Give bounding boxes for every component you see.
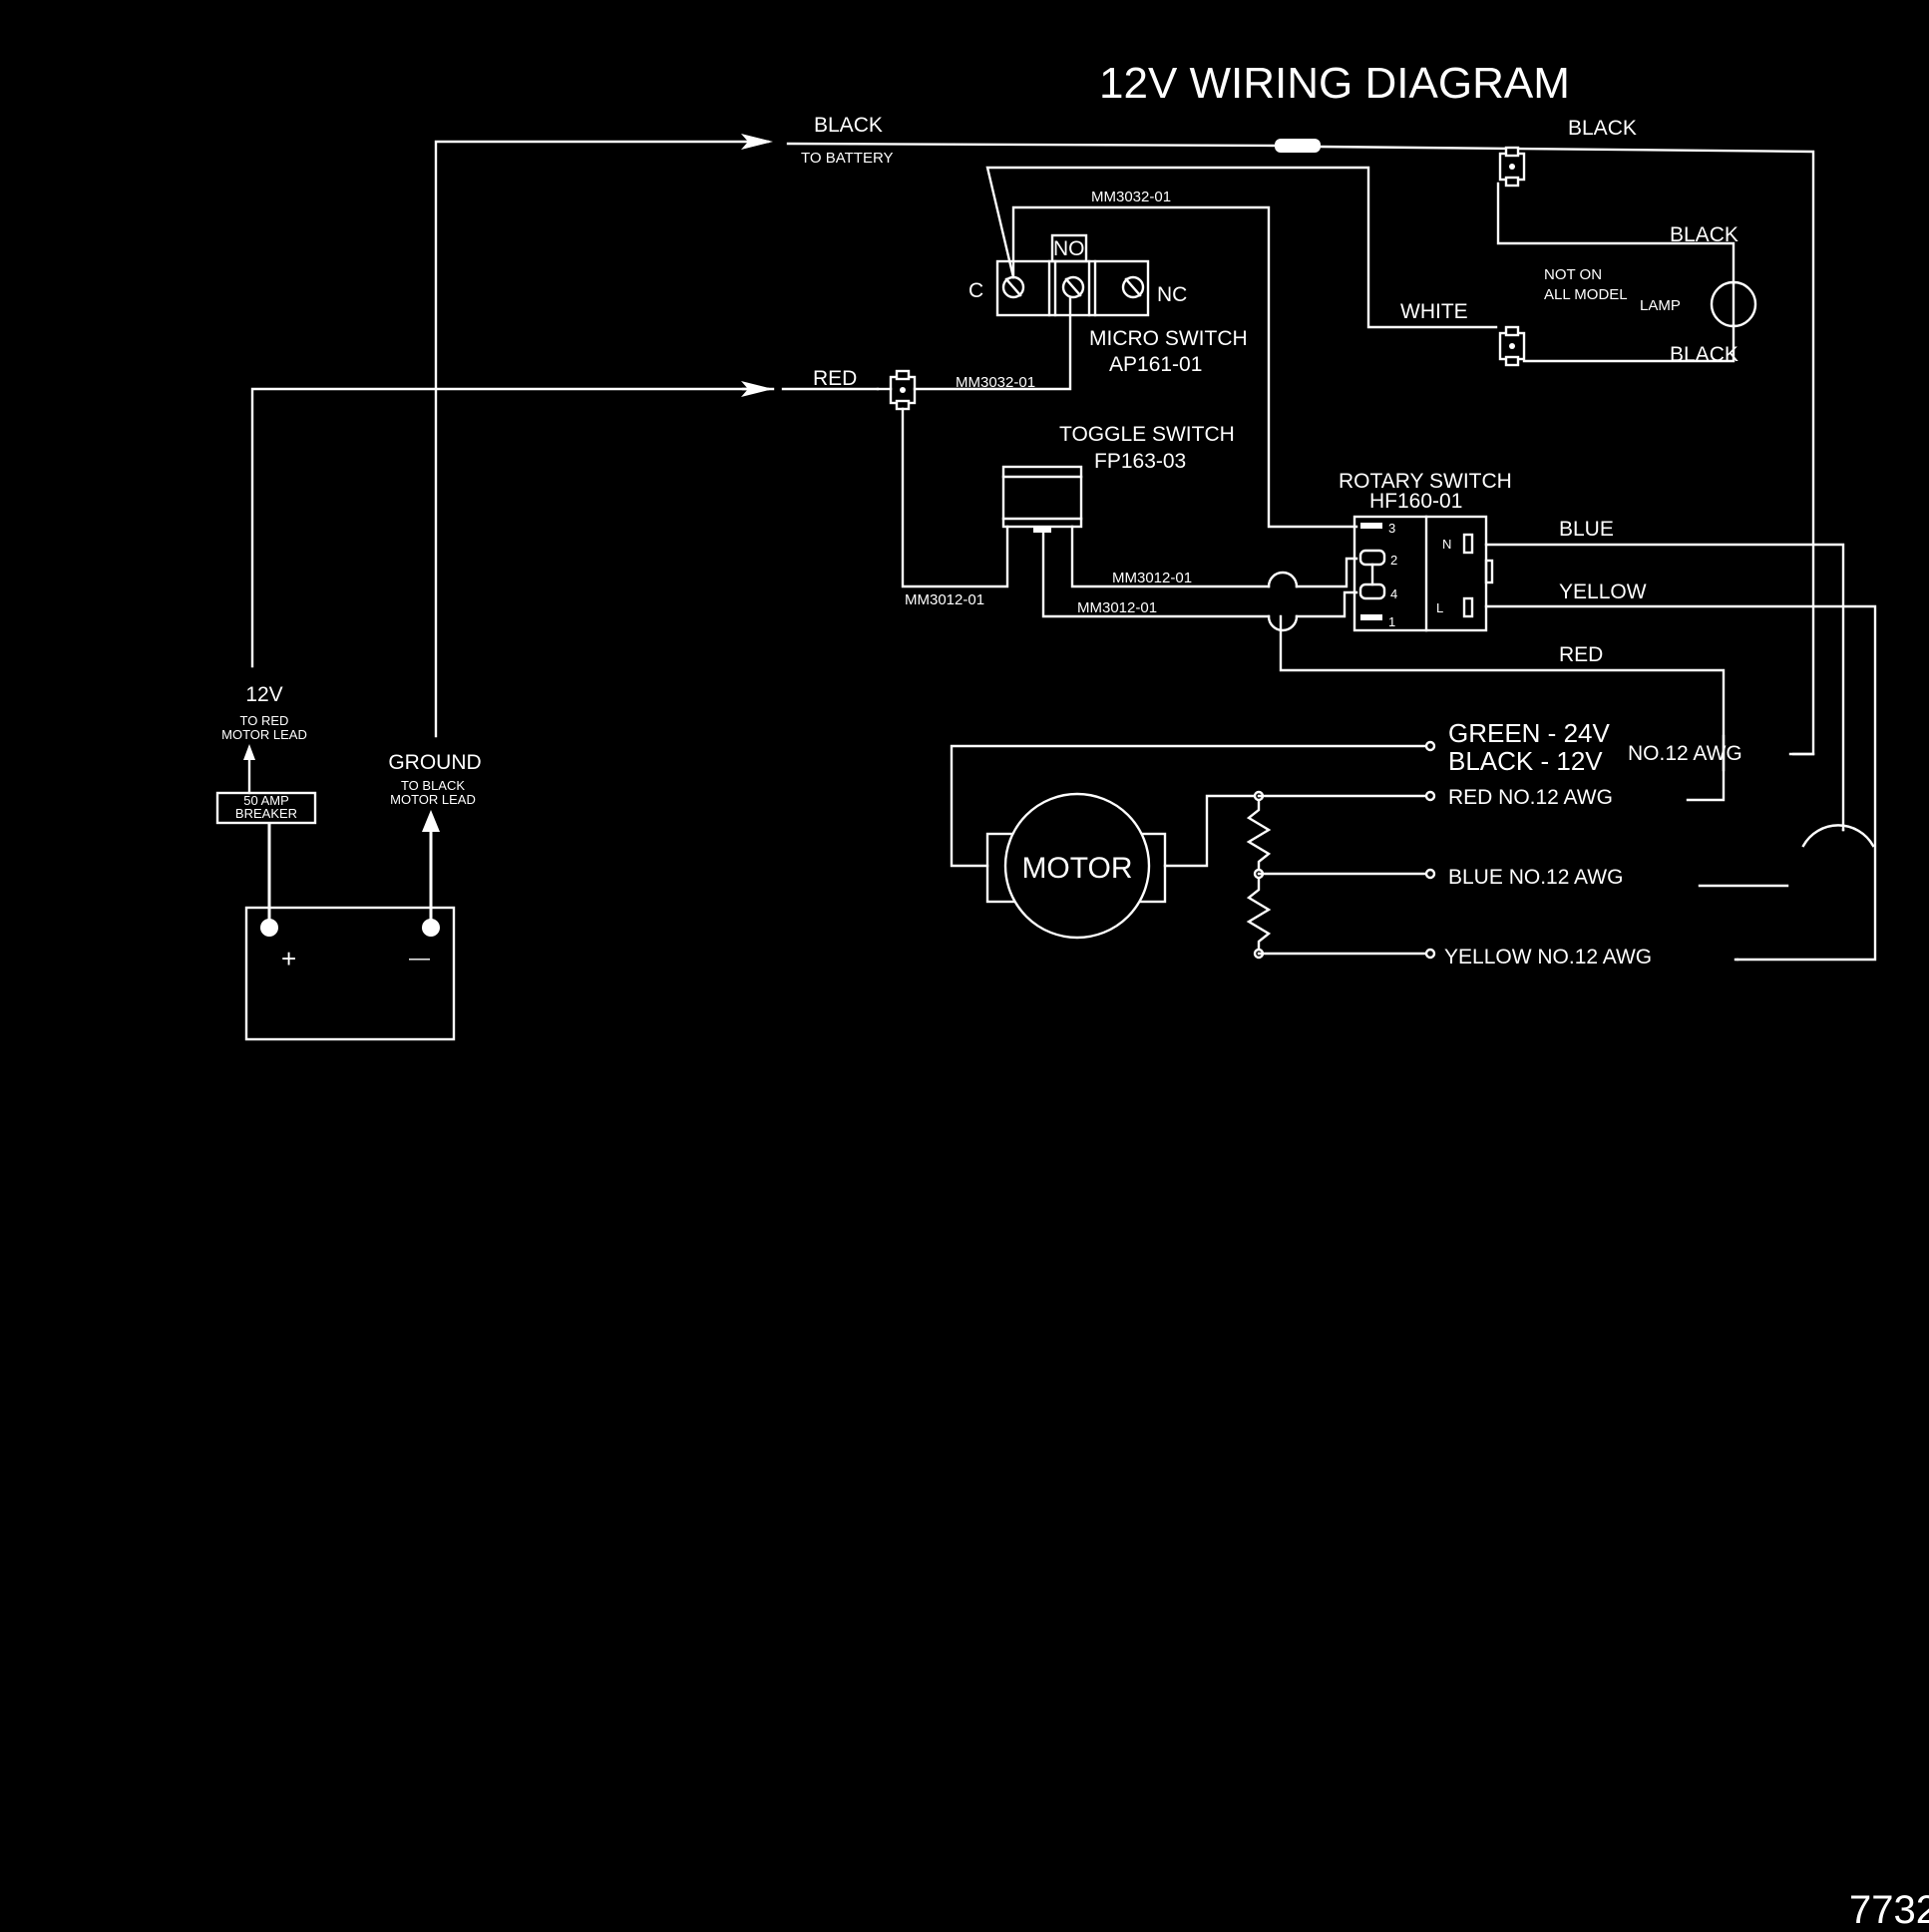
lamp-black-bottom-label: BLACK: [1670, 343, 1738, 366]
motor: MOTOR: [950, 744, 1428, 940]
lamp-black-top-label: BLACK: [1670, 223, 1738, 246]
terminal-red: [1424, 790, 1436, 802]
lead-blue-label: BLUE NO.12 AWG: [1448, 866, 1623, 889]
resistor-network: [1246, 790, 1428, 960]
lead-yellow-label: YELLOW NO.12 AWG: [1444, 946, 1652, 968]
positive-arrowhead: [243, 744, 255, 760]
toggle-switch: TOGGLE SWITCH FP163-03: [1001, 423, 1235, 533]
micro-switch-no-label: NO: [1053, 237, 1085, 260]
mm3032-red-label: MM3032-01: [956, 374, 1035, 391]
black-main-wire: BLACK TO BATTERY BLACK: [786, 114, 1815, 756]
terminal-black-green: [1424, 740, 1436, 752]
toggle-switch-part: FP163-03: [1094, 450, 1186, 473]
toggle-switch-name: TOGGLE SWITCH: [1059, 423, 1235, 446]
lamp-note-1: NOT ON: [1544, 266, 1602, 283]
lamp-circuit: BLACK BLACK LAMP NOT ON ALL MODEL: [1496, 146, 1757, 367]
mm3012-left-label: MM3012-01: [905, 591, 984, 608]
micro-switch-c-label: C: [968, 279, 983, 302]
black-top-right-label: BLACK: [1568, 117, 1637, 140]
rotary-pin-1: 1: [1388, 614, 1395, 629]
diagram-title: 12V WIRING DIAGRAM: [1099, 59, 1570, 108]
micro-switch-nc-label: NC: [1157, 283, 1187, 306]
to-battery-label: TO BATTERY: [801, 150, 894, 167]
yellow-label: YELLOW: [1559, 580, 1647, 603]
lamp-label: LAMP: [1640, 297, 1681, 314]
lamp-top-connector: [1498, 146, 1526, 188]
ground-label: GROUND: [388, 751, 481, 774]
positive-sublabel-1: TO RED: [240, 713, 289, 728]
rotary-pin-2: 2: [1390, 553, 1397, 568]
rotary-pin-3: 3: [1388, 521, 1395, 536]
mm3032-top-wire: [1011, 205, 1358, 529]
micro-switch-screw-nc: [1121, 275, 1145, 299]
positive-lead: 50 AMP BREAKER 12V TO RED MOTOR LEAD: [215, 381, 775, 920]
micro-switch-part: AP161-01: [1109, 353, 1202, 376]
mm3012-lower-label: MM3012-01: [1077, 599, 1157, 616]
mm3032-top-label: MM3032-01: [1091, 189, 1171, 205]
red-input-label: RED: [813, 367, 857, 390]
ground-lead: GROUND TO BLACK MOTOR LEAD: [388, 134, 773, 920]
terminal-blue: [1424, 868, 1436, 880]
lamp-icon: [1710, 280, 1757, 328]
positive-sublabel-2: MOTOR LEAD: [221, 727, 307, 742]
rotary-switch-part: HF160-01: [1369, 490, 1462, 513]
inline-fuse: [1275, 139, 1321, 153]
motor-label: MOTOR: [1021, 852, 1132, 885]
figure-number: 7732: [1849, 1888, 1929, 1932]
mm3012-upper-label: MM3012-01: [1112, 570, 1192, 586]
lead-green-label: GREEN - 24V: [1448, 718, 1610, 748]
ground-arrowhead: [422, 810, 440, 832]
rotary-pin-l: L: [1436, 600, 1443, 615]
battery-plus-symbol: +: [281, 944, 296, 973]
blue-wire: [1484, 543, 1845, 832]
lead-black-label: BLACK - 12V: [1448, 746, 1603, 776]
mm3032-red-wire: [913, 295, 1072, 391]
red-rotary-wire: [1279, 614, 1726, 802]
mm3012-left-wire: [901, 407, 1009, 588]
mm3012-upper-wire: [1070, 525, 1271, 588]
micro-switch-screw-c: [1001, 275, 1025, 299]
terminal-yellow: [1424, 948, 1436, 960]
micro-switch: C NO NC MICRO SWITCH AP161-01: [968, 233, 1248, 376]
battery-body: [244, 906, 456, 1041]
black-input-arrowhead: [741, 134, 773, 150]
positive-label: 12V: [245, 683, 282, 706]
breaker-box: [215, 791, 317, 825]
micro-switch-screw-no: [1061, 275, 1085, 299]
rotary-pin-4: 4: [1390, 586, 1397, 601]
rotary-pin-n: N: [1442, 537, 1451, 552]
breaker-label-2: BREAKER: [235, 806, 297, 821]
micro-switch-name: MICRO SWITCH: [1089, 327, 1248, 350]
lamp-bottom-connector: [1498, 325, 1526, 367]
blue-label: BLUE: [1559, 518, 1614, 541]
battery-positive-terminal: [260, 919, 278, 937]
rotary-switch-name: ROTARY SWITCH: [1339, 470, 1512, 493]
rotary-switch: 3 2 4 1 N L ROTARY SWITCH HF160-01: [1339, 470, 1512, 632]
red-connector: [889, 369, 917, 411]
lamp-note-2: ALL MODEL: [1544, 286, 1628, 303]
white-label: WHITE: [1400, 300, 1468, 323]
yellow-wire: [1484, 604, 1877, 962]
ground-sublabel-1: TO BLACK: [401, 778, 465, 793]
red-rotary-label: RED: [1559, 643, 1603, 666]
lead-black-gauge-label: NO.12 AWG: [1628, 742, 1742, 765]
battery-negative-terminal: [422, 919, 440, 937]
mm3012-lower-wire: [1041, 531, 1271, 618]
white-wire: [985, 166, 1498, 329]
lead-red-label: RED NO.12 AWG: [1448, 786, 1613, 809]
battery-minus-symbol: —: [409, 947, 430, 969]
battery: + —: [244, 906, 456, 1041]
harness-arc: [1801, 824, 1875, 848]
breaker-label-1: 50 AMP: [243, 793, 289, 808]
ground-sublabel-2: MOTOR LEAD: [390, 792, 476, 807]
black-battery-label: BLACK: [814, 114, 883, 137]
